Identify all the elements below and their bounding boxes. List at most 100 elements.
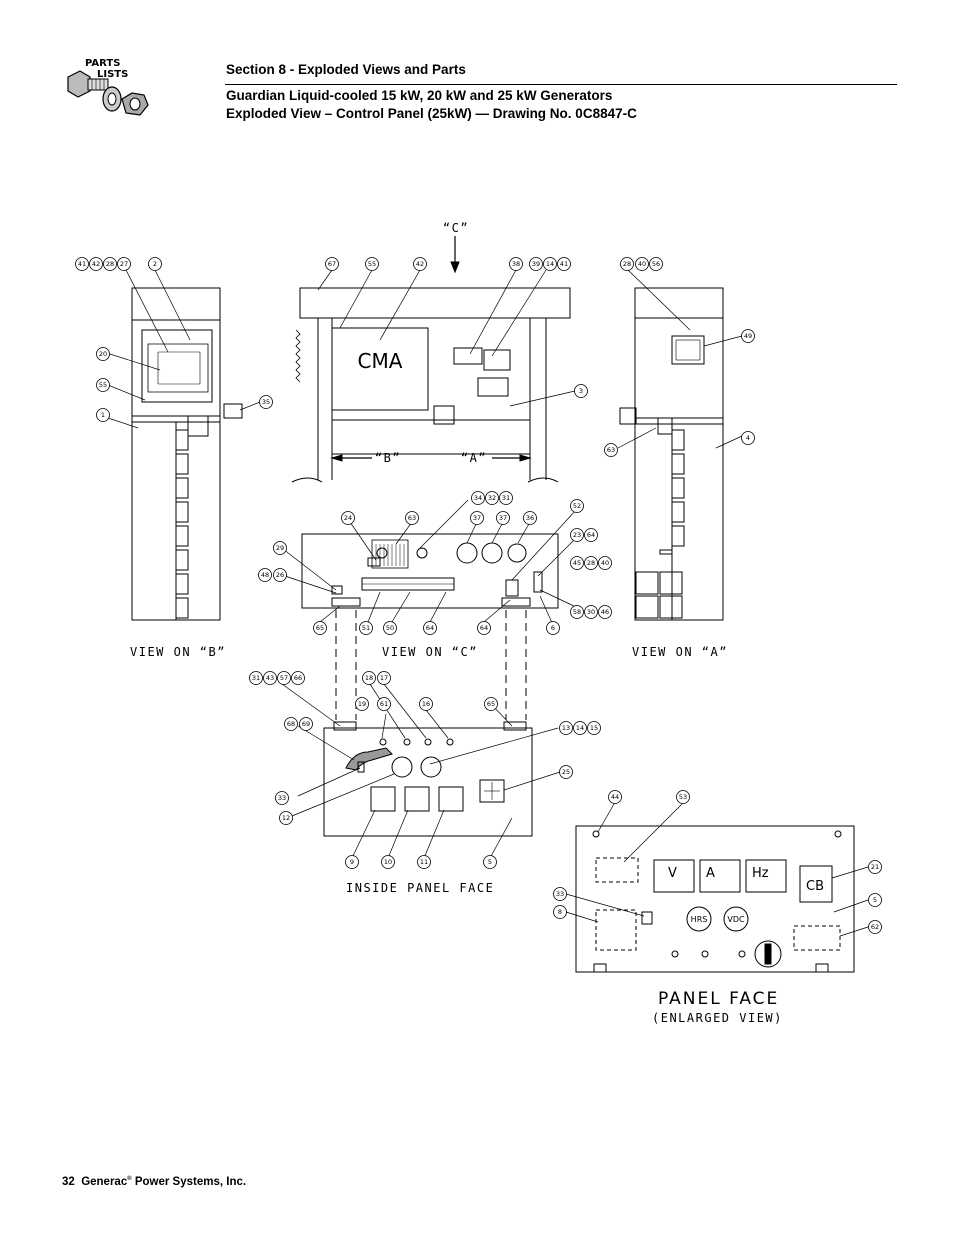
svg-text:64: 64: [480, 624, 488, 632]
callout-19: 19: [355, 697, 369, 711]
callout-55: 55: [365, 257, 379, 271]
callout-10: 10: [381, 855, 395, 869]
callout-35: 35: [259, 395, 273, 409]
svg-text:32: 32: [488, 494, 496, 502]
callout-37: 37: [496, 511, 510, 525]
logo-parts-text: PARTS: [85, 58, 120, 69]
callout-40: 40: [598, 556, 612, 570]
svg-text:5: 5: [488, 858, 492, 866]
svg-text:15: 15: [590, 724, 598, 732]
callout-24: 24: [341, 511, 355, 525]
parts-lists-logo: PARTS LISTS: [60, 55, 160, 130]
callout-15: 15: [587, 721, 601, 735]
svg-text:40: 40: [601, 559, 609, 567]
svg-text:48: 48: [261, 571, 269, 579]
svg-text:31: 31: [252, 674, 260, 682]
svg-text:63: 63: [607, 446, 615, 454]
callout-53: 53: [676, 790, 690, 804]
svg-text:43: 43: [266, 674, 274, 682]
title-line-2: Exploded View – Control Panel (25kW) — D…: [226, 106, 637, 121]
svg-text:8: 8: [558, 908, 562, 916]
callout-64: 64: [423, 621, 437, 635]
callout-68: 68: [284, 717, 298, 731]
callout-6: 6: [546, 621, 560, 635]
svg-text:4: 4: [746, 434, 750, 442]
breaker-label: CB: [806, 879, 824, 894]
callout-28: 28: [103, 257, 117, 271]
svg-text:2: 2: [153, 260, 157, 268]
page-number: 32: [62, 1176, 75, 1188]
callout-48: 48: [258, 568, 272, 582]
callout-41: 41: [75, 257, 89, 271]
svg-text:14: 14: [576, 724, 584, 732]
inside-panel-face: [323, 721, 533, 837]
callout-13: 13: [559, 721, 573, 735]
callout-42: 42: [89, 257, 103, 271]
callout-33: 33: [553, 887, 567, 901]
svg-text:45: 45: [573, 559, 581, 567]
svg-text:16: 16: [422, 700, 430, 708]
side-view-b: [131, 287, 243, 621]
callout-14: 14: [573, 721, 587, 735]
callout-37: 37: [470, 511, 484, 525]
svg-text:69: 69: [302, 720, 310, 728]
svg-text:28: 28: [587, 559, 595, 567]
svg-text:28: 28: [106, 260, 114, 268]
inside-face-caption: INSIDE PANEL FACE: [346, 881, 494, 895]
callout-26: 26: [273, 568, 287, 582]
callout-65: 65: [484, 697, 498, 711]
svg-text:46: 46: [601, 608, 609, 616]
callout-64: 64: [584, 528, 598, 542]
header-rule: [225, 84, 897, 85]
svg-text:65: 65: [316, 624, 324, 632]
svg-text:21: 21: [871, 863, 879, 871]
cma-label: CMA: [358, 349, 403, 373]
svg-text:10: 10: [384, 858, 392, 866]
title-line-1: Guardian Liquid-cooled 15 kW, 20 kW and …: [226, 88, 613, 103]
callout-56: 56: [649, 257, 663, 271]
svg-text:41: 41: [560, 260, 568, 268]
svg-text:31: 31: [502, 494, 510, 502]
callout-28: 28: [620, 257, 634, 271]
callout-49: 49: [741, 329, 755, 343]
callout-61: 61: [377, 697, 391, 711]
meter-hz-label: Hz: [752, 866, 769, 881]
view-c-caption: VIEW ON “C”: [382, 645, 478, 659]
callout-55: 55: [96, 378, 110, 392]
meter-a-label: A: [706, 866, 715, 881]
callout-34: 34: [471, 491, 485, 505]
svg-text:53: 53: [679, 793, 687, 801]
svg-text:50: 50: [386, 624, 394, 632]
svg-text:24: 24: [344, 514, 352, 522]
svg-text:64: 64: [587, 531, 595, 539]
callout-12: 12: [279, 811, 293, 825]
b-arrow-label: “B”: [375, 451, 401, 465]
leader-lines: [107, 269, 869, 937]
svg-text:6: 6: [551, 624, 555, 632]
svg-text:41: 41: [78, 260, 86, 268]
callout-32: 32: [485, 491, 499, 505]
svg-text:37: 37: [473, 514, 481, 522]
callout-27: 27: [117, 257, 131, 271]
view-b-caption: VIEW ON “B”: [130, 645, 226, 659]
svg-text:49: 49: [744, 332, 752, 340]
svg-text:1: 1: [101, 411, 105, 419]
callout-46: 46: [598, 605, 612, 619]
svg-text:25: 25: [562, 768, 570, 776]
callout-20: 20: [96, 347, 110, 361]
svg-text:26: 26: [276, 571, 284, 579]
callout-8: 8: [553, 905, 567, 919]
panel-face-enlarged: [575, 825, 855, 973]
callout-31: 31: [499, 491, 513, 505]
svg-text:29: 29: [276, 544, 284, 552]
meter-v-label: V: [668, 866, 677, 881]
callout-9: 9: [345, 855, 359, 869]
svg-text:9: 9: [350, 858, 354, 866]
callout-63: 63: [604, 443, 618, 457]
logo-lists-text: LISTS: [97, 69, 128, 80]
callout-14: 14: [543, 257, 557, 271]
svg-text:20: 20: [99, 350, 107, 358]
svg-text:3: 3: [579, 387, 583, 395]
callout-67: 67: [325, 257, 339, 271]
